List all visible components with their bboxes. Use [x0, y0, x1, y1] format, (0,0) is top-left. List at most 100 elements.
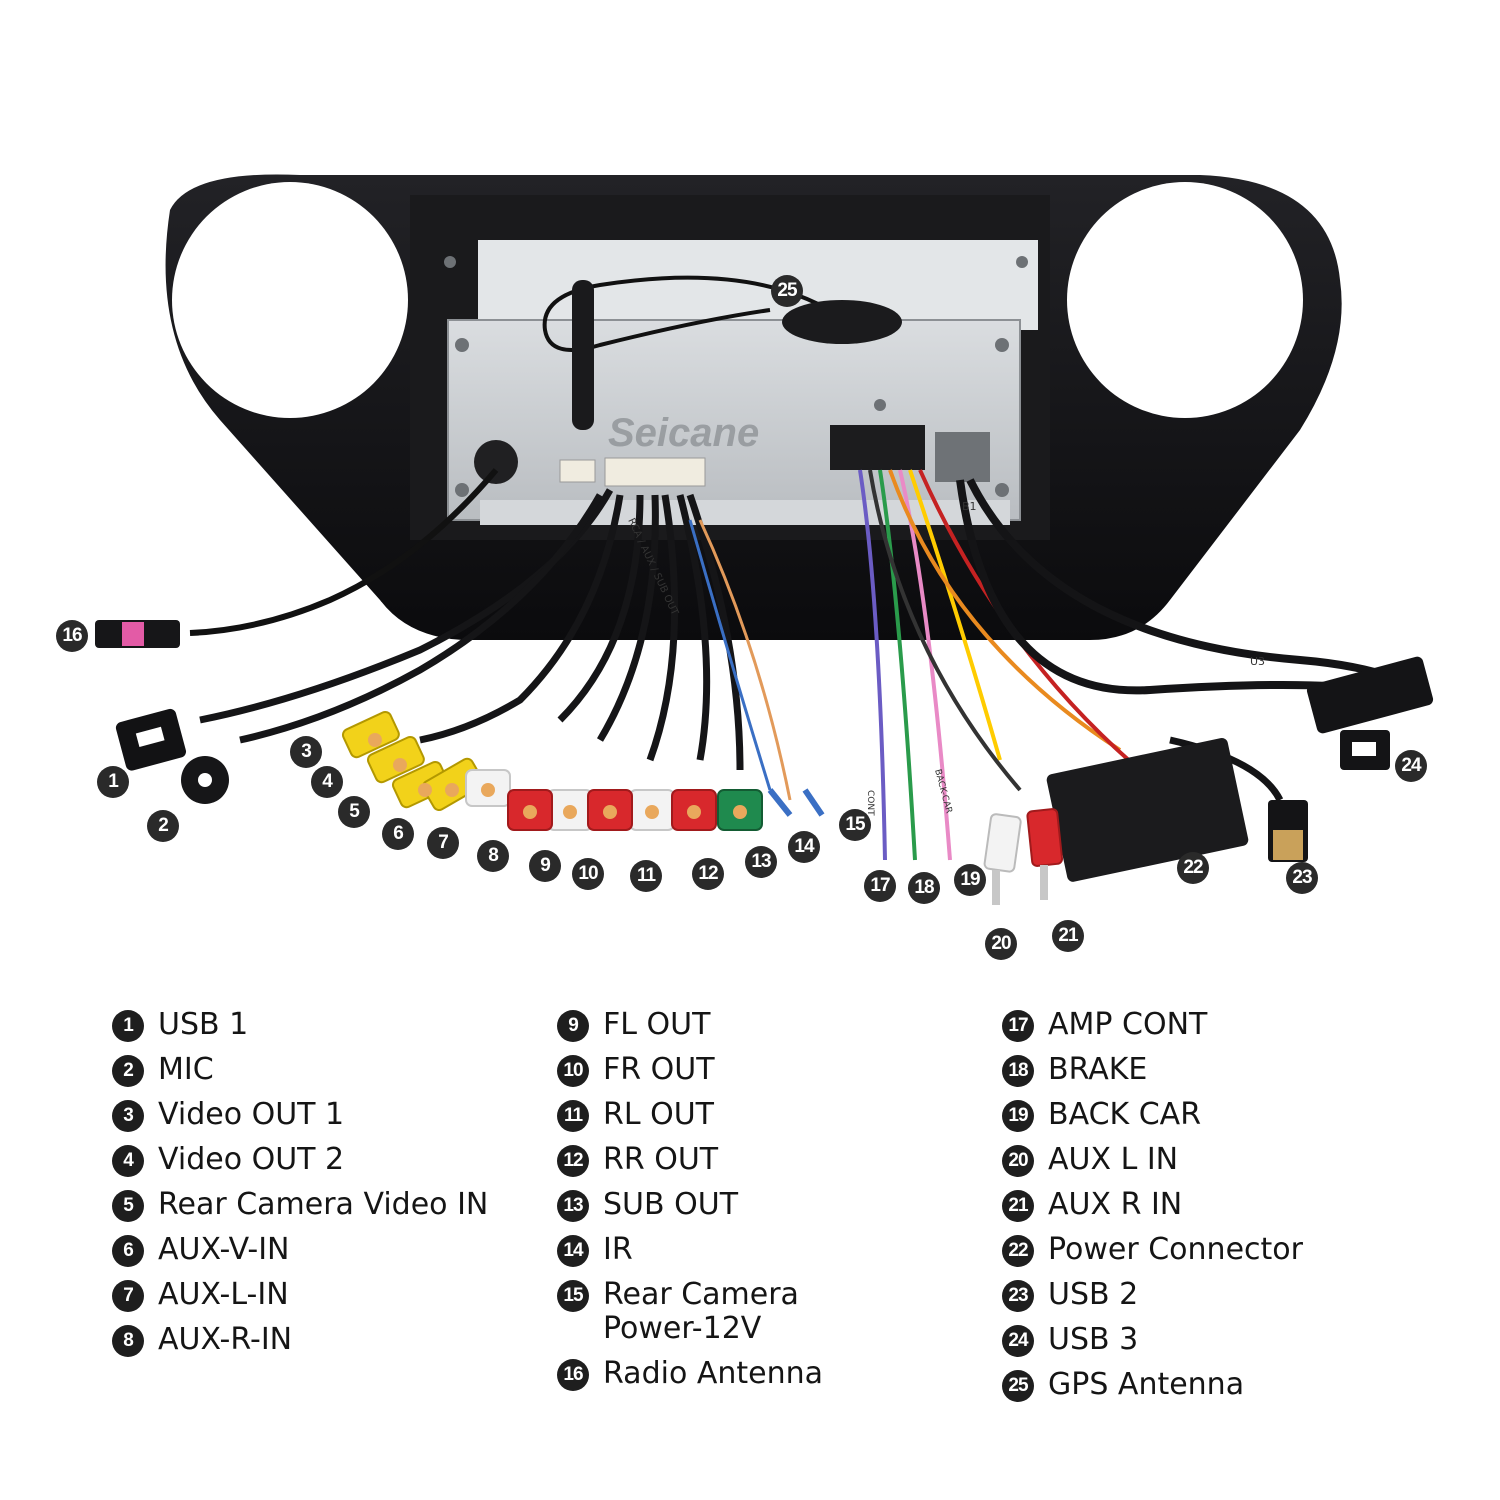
photo-marker-5: 5: [338, 796, 370, 828]
legend-label: GPS Antenna: [1048, 1367, 1245, 1402]
photo-marker-17: 17: [864, 870, 896, 902]
brand-watermark: Seicane: [608, 411, 759, 455]
photo-marker-15: 15: [839, 809, 871, 841]
power-socket: [830, 425, 925, 470]
legend-number-badge: 17: [1002, 1010, 1034, 1042]
legend-item-7: 7 AUX-L-IN: [112, 1278, 488, 1312]
photo-marker-10: 10: [572, 858, 604, 890]
legend-label: Radio Antenna: [603, 1356, 824, 1391]
legend-item-9: 9 FL OUT: [557, 1008, 823, 1042]
photo-marker-6: 6: [382, 818, 414, 850]
legend-item-2: 2 MIC: [112, 1053, 488, 1087]
legend-number-badge: 13: [557, 1190, 589, 1222]
radio-antenna-socket: [474, 440, 518, 484]
legend-label: MIC: [158, 1052, 214, 1087]
legend-number-badge: 7: [112, 1280, 144, 1312]
legend-label: SUB OUT: [603, 1187, 739, 1222]
legend-number-badge: 18: [1002, 1055, 1034, 1087]
photo-marker-25: 25: [771, 275, 803, 307]
legend-number-badge: 5: [112, 1190, 144, 1222]
legend-label: BRAKE: [1048, 1052, 1148, 1087]
legend-number-badge: 20: [1002, 1145, 1034, 1177]
photo-marker-8: 8: [477, 840, 509, 872]
rca-connector: [604, 457, 706, 487]
photo-marker-14: 14: [788, 831, 820, 863]
legend-label: Rear Camera Power-12V: [603, 1277, 799, 1346]
chassis-lower-plate: [480, 500, 1010, 525]
legend-label: FL OUT: [603, 1007, 711, 1042]
photo-marker-11: 11: [630, 860, 662, 892]
legend-item-15: 15 Rear Camera Power-12V: [557, 1278, 823, 1346]
legend-number-badge: 3: [112, 1100, 144, 1132]
photo-marker-1: 1: [97, 766, 129, 798]
usb-tag-3: U3: [1250, 655, 1265, 668]
legend-number-badge: 9: [557, 1010, 589, 1042]
legend-number-badge: 22: [1002, 1235, 1034, 1267]
legend-label: USB 2: [1048, 1277, 1139, 1312]
legend-number-badge: 16: [557, 1359, 589, 1391]
legend-number-badge: 24: [1002, 1325, 1034, 1357]
photo-marker-23: 23: [1286, 862, 1318, 894]
back-car-tag: BACK-CAR: [932, 768, 953, 814]
legend-item-16: 16 Radio Antenna: [557, 1357, 823, 1391]
legend-item-17: 17 AMP CONT: [1002, 1008, 1303, 1042]
photo-marker-24: 24: [1395, 750, 1427, 782]
photo-marker-9: 9: [529, 850, 561, 882]
legend-number-badge: 14: [557, 1235, 589, 1267]
legend-item-24: 24 USB 3: [1002, 1323, 1303, 1357]
legend-number-badge: 6: [112, 1235, 144, 1267]
legend-label: AMP CONT: [1048, 1007, 1208, 1042]
photo-marker-7: 7: [427, 827, 459, 859]
legend-number-badge: 2: [112, 1055, 144, 1087]
legend-label: Video OUT 2: [158, 1142, 345, 1177]
legend-label: AUX R IN: [1048, 1187, 1183, 1222]
legend-item-18: 18 BRAKE: [1002, 1053, 1303, 1087]
legend-number-badge: 10: [557, 1055, 589, 1087]
legend-number-badge: 15: [557, 1280, 589, 1312]
photo-marker-2: 2: [147, 810, 179, 842]
right-vent-hole: [1067, 182, 1303, 418]
screws: [444, 256, 1028, 497]
legend-item-4: 4 Video OUT 2: [112, 1143, 488, 1177]
legend-label: USB 3: [1048, 1322, 1139, 1357]
legend-number-badge: 11: [557, 1100, 589, 1132]
legend-label: USB 1: [158, 1007, 249, 1042]
gps-cable: [542, 275, 847, 352]
legend-label: Rear Camera Video IN: [158, 1187, 489, 1222]
legend-item-10: 10 FR OUT: [557, 1053, 823, 1087]
radio-antenna-cable: [189, 468, 499, 636]
legend-number-badge: 4: [112, 1145, 144, 1177]
legend-label: FR OUT: [603, 1052, 715, 1087]
legend-label: Power Connector: [1048, 1232, 1303, 1267]
left-vent-hole: [172, 182, 408, 418]
photo-marker-3: 3: [290, 736, 322, 768]
amp-cont-tag: CONT: [865, 790, 875, 816]
photo-marker-20: 20: [985, 928, 1017, 960]
photo-marker-21: 21: [1052, 920, 1084, 952]
legend-item-11: 11 RL OUT: [557, 1098, 823, 1132]
legend-item-13: 13 SUB OUT: [557, 1188, 823, 1222]
small-connector: [559, 459, 596, 483]
legend-label: AUX-R-IN: [158, 1322, 293, 1357]
legend-label: RL OUT: [603, 1097, 714, 1132]
legend-item-21: 21 AUX R IN: [1002, 1188, 1303, 1222]
legend-label: AUX-L-IN: [158, 1277, 289, 1312]
left-cable-bundle: [199, 488, 744, 771]
usb-socket: [935, 432, 990, 482]
legend-label: IR: [603, 1232, 633, 1267]
legend-label: BACK CAR: [1048, 1097, 1202, 1132]
photo-marker-19: 19: [954, 864, 986, 896]
power-connector-icon: [1046, 737, 1249, 882]
legend-label: RR OUT: [603, 1142, 719, 1177]
legend-number-badge: 21: [1002, 1190, 1034, 1222]
photo-marker-18: 18: [908, 872, 940, 904]
